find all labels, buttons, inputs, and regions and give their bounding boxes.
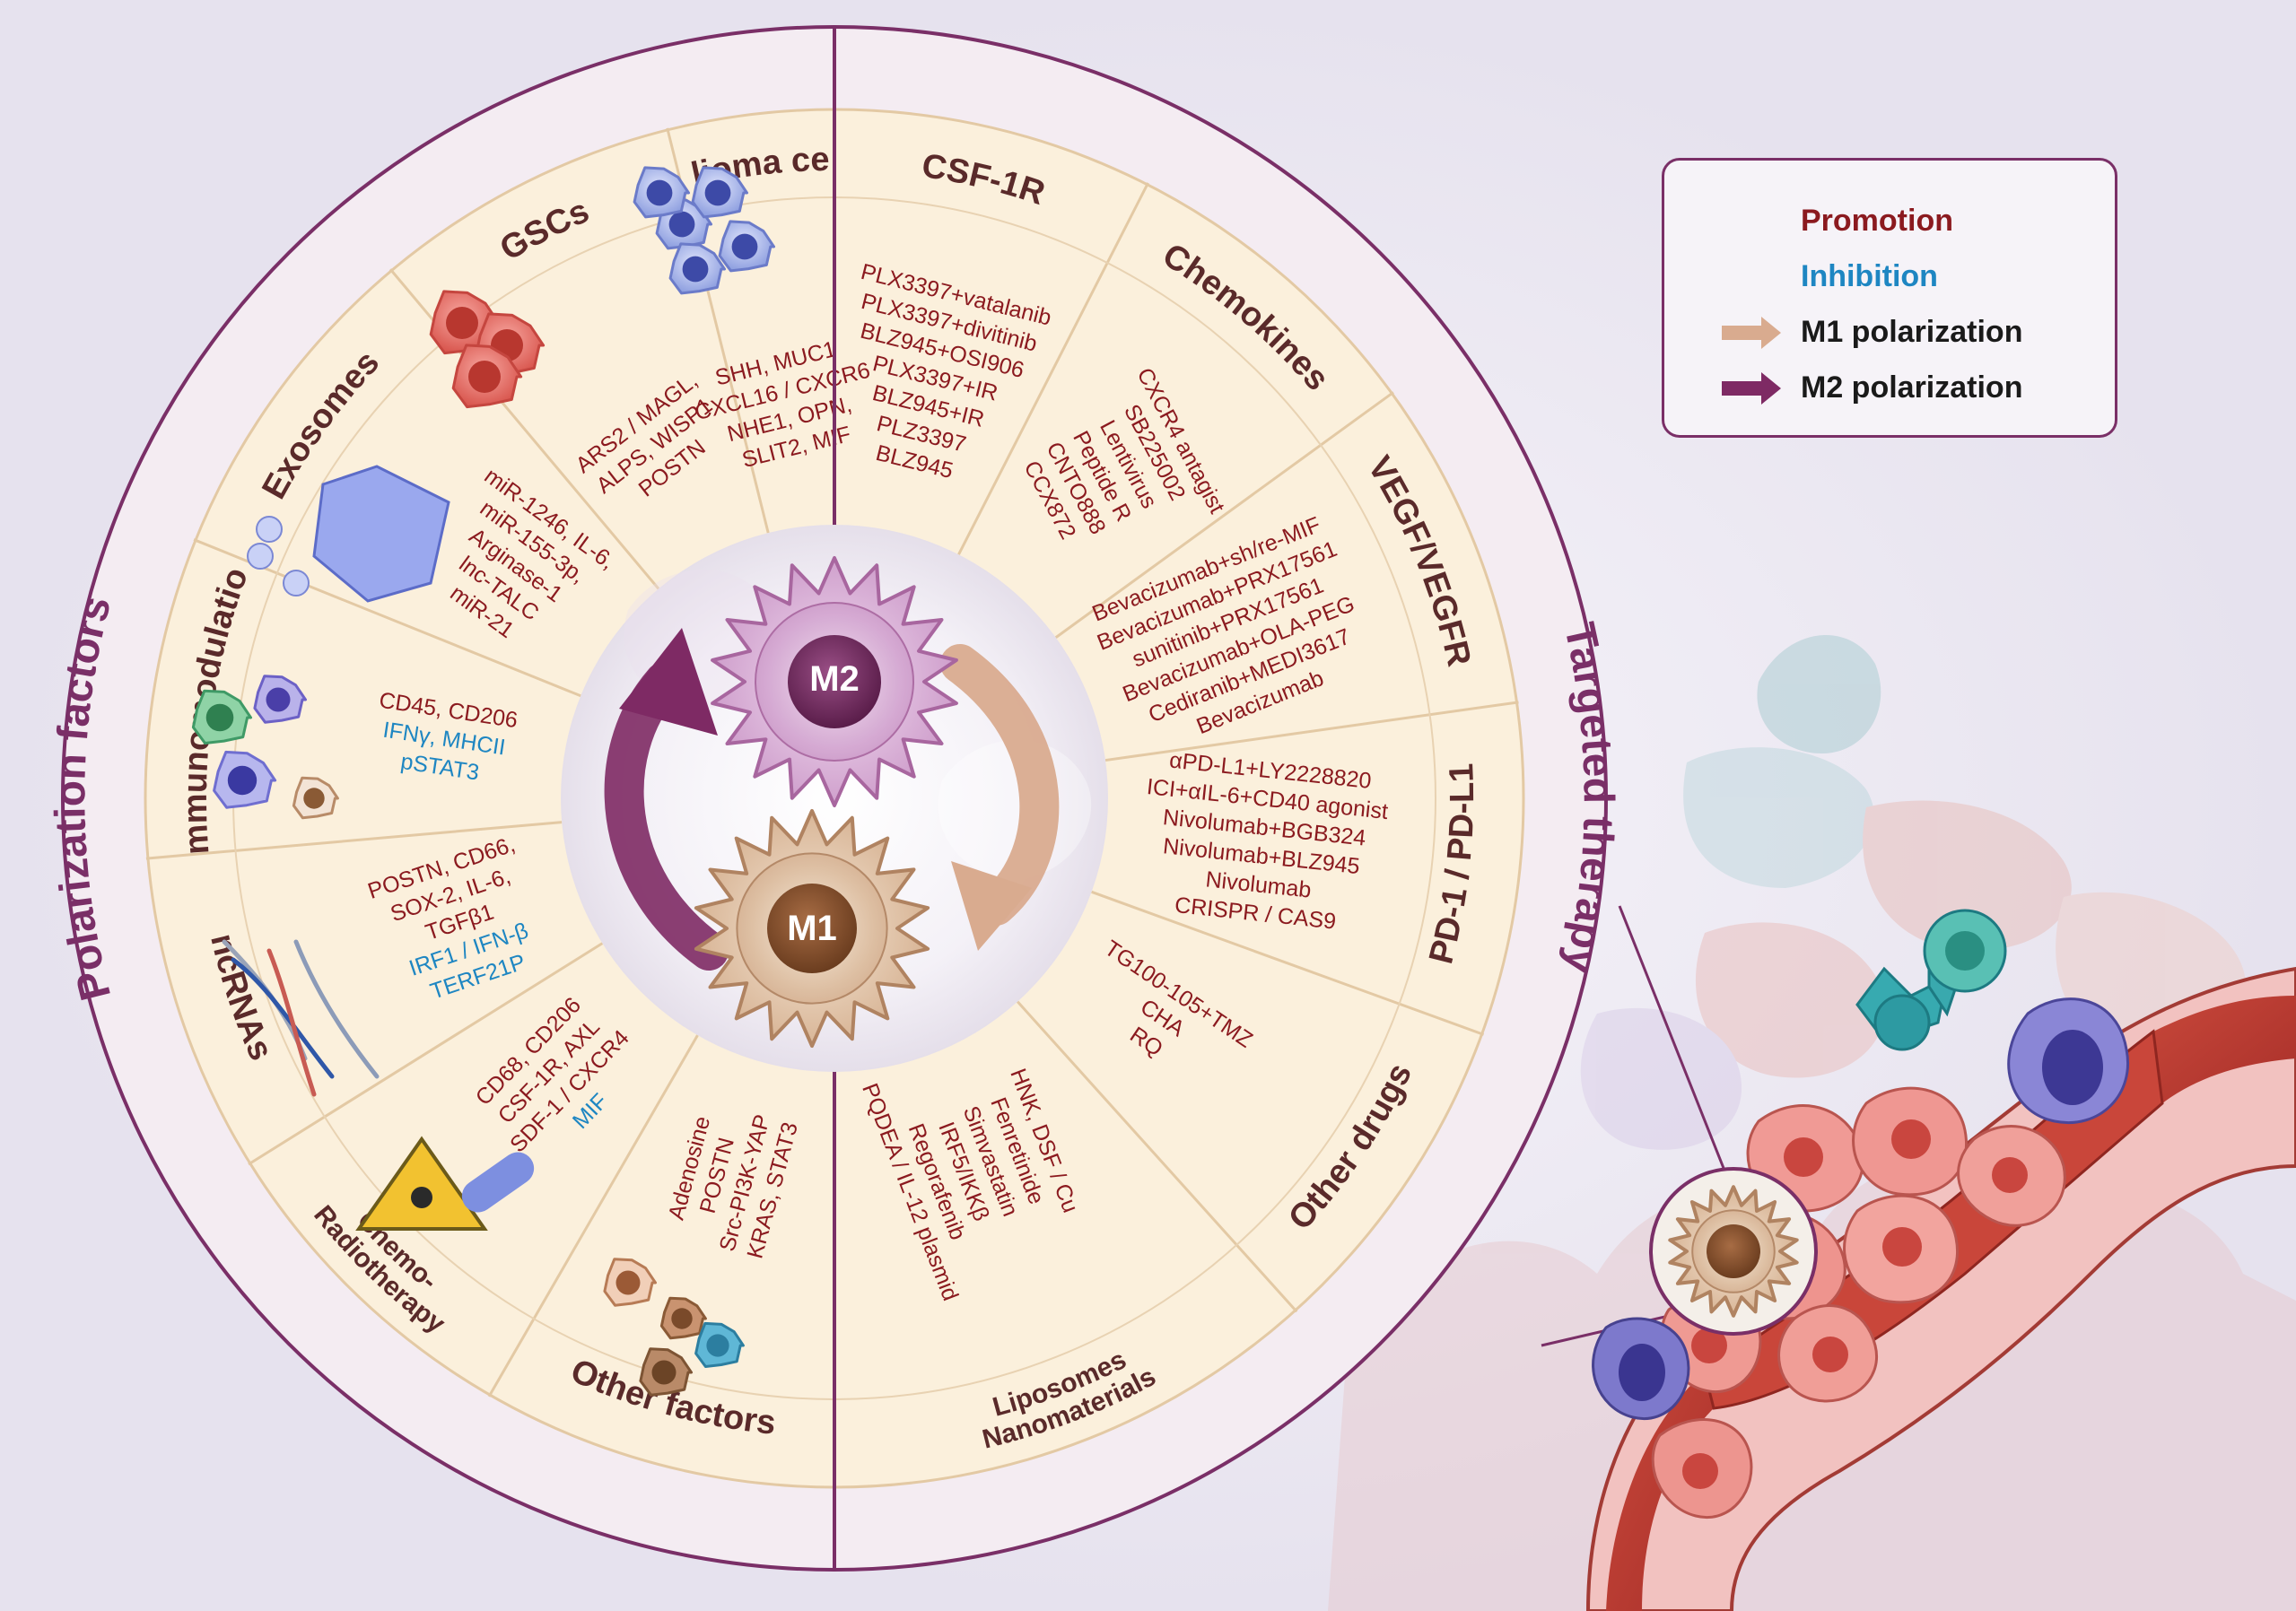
- sector-divider: [1054, 391, 1394, 639]
- rna-strand-icon: [231, 957, 335, 1079]
- immune-cell-icon: [213, 750, 277, 809]
- vesicle-icon: [256, 516, 283, 543]
- sector-divider: [145, 821, 563, 860]
- sector-divider: [1104, 701, 1519, 762]
- sector-divider: [1016, 1000, 1298, 1313]
- m1-label: M1: [787, 909, 837, 948]
- sector-divider: [957, 182, 1149, 555]
- glioma-cell-icon: [718, 220, 775, 273]
- rna-strand-icon: [266, 948, 317, 1097]
- vesicle-icon: [283, 570, 310, 597]
- radiation-icon: [355, 1136, 488, 1231]
- m1-macrophage: [694, 808, 930, 1049]
- tumor-tissue-illustration: [1585, 909, 2296, 1611]
- glioma-cell-icon: [668, 242, 726, 295]
- rna-strand-icon: [293, 939, 380, 1079]
- factor-cell-icon: [603, 1258, 657, 1307]
- sector-illustrations: [191, 166, 775, 1397]
- legend-item-m2: M2 polarization: [1664, 365, 2115, 410]
- factor-cell-icon: [694, 1321, 745, 1368]
- m2-macrophage: [711, 556, 958, 807]
- m2-arrow-icon: [1722, 372, 1781, 405]
- legend-item-m1: M1 polarization: [1664, 309, 2115, 354]
- immune-cell-icon: [253, 675, 307, 724]
- m2-label: M2: [809, 659, 860, 699]
- factor-cell-icon: [639, 1347, 693, 1397]
- exosome-icon: [312, 465, 450, 603]
- legend-item-promotion: Promotion: [1664, 198, 2115, 243]
- sector-divider: [1091, 890, 1485, 1036]
- gsc-cell-icon: [451, 344, 523, 409]
- legend-promotion-label: Promotion: [1801, 204, 1953, 238]
- legend: Promotion Inhibition M1 polarization M2 …: [1662, 158, 2117, 438]
- factor-cell-icon: [659, 1296, 707, 1340]
- glioma-cell-icon: [691, 166, 748, 219]
- zoom-circle: [1649, 1167, 1818, 1336]
- immune-cell-icon: [292, 776, 339, 820]
- glioma-cell-icon: [633, 166, 690, 219]
- legend-m1-label: M1 polarization: [1801, 315, 2023, 349]
- immune-cell-icon: [191, 689, 252, 745]
- capsule-icon: [461, 1152, 535, 1213]
- zoom-line-upper: [1618, 905, 1735, 1194]
- sector-divider: [487, 1034, 699, 1398]
- legend-m2-label: M2 polarization: [1801, 370, 2023, 405]
- vesicle-icon: [247, 543, 274, 570]
- sector-divider: [248, 942, 604, 1166]
- legend-inhibition-label: Inhibition: [1801, 259, 1938, 293]
- legend-item-inhibition: Inhibition: [1664, 254, 2115, 299]
- polarization-cycle: M2 M1: [604, 556, 1092, 1049]
- sector-items-vegf: Bevacizumab+sh/re-MIFBevacizumab+PRX1756…: [1088, 512, 1358, 739]
- m1-arrow-icon: [1722, 317, 1781, 349]
